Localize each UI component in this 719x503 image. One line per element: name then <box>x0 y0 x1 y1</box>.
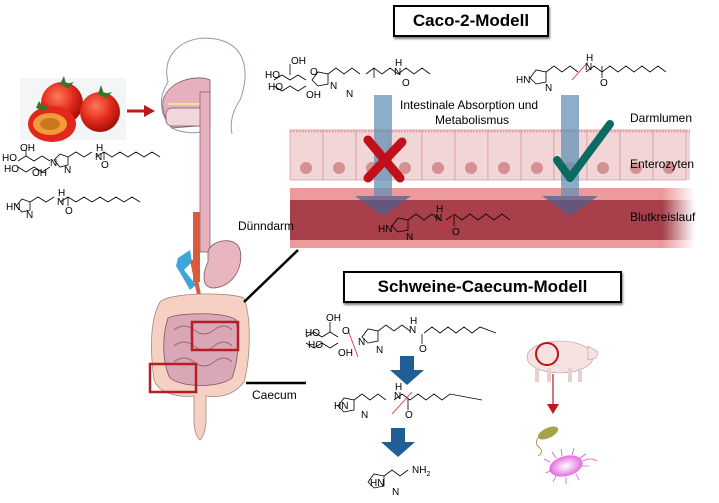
caecum-label: Caecum <box>252 388 297 402</box>
bacterium-flagellated <box>543 447 598 484</box>
atom-label: H <box>410 316 418 327</box>
atom-label: HO <box>268 82 283 93</box>
atom-label: HO <box>4 164 19 175</box>
pig-arrow <box>547 374 559 414</box>
glycoside-molecule-left <box>17 150 161 173</box>
amide-molecule-blood <box>391 207 511 233</box>
atom-label: OH <box>20 143 35 154</box>
atom-label: N <box>406 232 414 243</box>
cross-icon <box>363 135 407 183</box>
atom-label: OH <box>326 313 341 324</box>
atom-label: O <box>452 227 460 238</box>
atom-label: N <box>376 345 384 356</box>
amide-molecule-left <box>15 196 141 213</box>
tomatoes-image <box>20 76 126 142</box>
amide-molecule-caco2 <box>529 61 667 85</box>
atom-label: N <box>346 89 354 100</box>
atom-label: N <box>50 158 58 169</box>
duenndarm-label: Dünndarm <box>238 219 295 233</box>
subscript-2: 2 <box>426 471 431 478</box>
metabolism-arrow-1 <box>390 356 424 385</box>
histamine-molecule <box>367 469 409 489</box>
blutkreislauf-label: Blutkreislauf <box>630 210 696 224</box>
atom-label: O <box>419 344 427 355</box>
atom-label: N <box>358 337 366 348</box>
atom-label: N <box>64 165 72 176</box>
caco2-model-title: Caco-2-Modell <box>393 5 549 37</box>
atom-label: N <box>95 152 103 163</box>
atom-label: O <box>101 160 109 171</box>
enterocyte-layer <box>289 129 690 181</box>
blood-vessels <box>176 250 202 301</box>
atom-label: HN <box>334 401 349 412</box>
amide-molecule-caecum <box>337 391 483 415</box>
atom-label: O <box>402 78 410 89</box>
atom-label: H <box>436 204 444 215</box>
duenndarm-highlight-box <box>190 320 240 352</box>
atom-label: H <box>586 53 594 64</box>
atom-label: OH <box>291 56 306 67</box>
duenndarm-pointer-line <box>243 249 299 303</box>
atom-label: H <box>395 58 403 69</box>
atom-label: N <box>585 62 593 73</box>
atom-label: N <box>409 325 417 336</box>
atom-label: O <box>405 410 413 421</box>
atom-label: O <box>310 67 318 78</box>
atom-label: HO <box>265 70 280 81</box>
enterozyten-label: Enterozyten <box>630 157 695 171</box>
atom-label: N <box>361 410 369 421</box>
atom-label: OH <box>32 168 47 179</box>
atom-label: HN <box>6 202 21 213</box>
checkmark-icon <box>553 120 614 182</box>
atom-label: HN <box>370 478 385 489</box>
caecum-highlight-box <box>148 362 198 394</box>
atom-label: HO <box>308 340 323 351</box>
atom-label: N <box>330 81 338 92</box>
atom-label: N <box>392 487 400 498</box>
glycoside-molecule-caco2 <box>273 64 431 92</box>
atom-label: N <box>435 213 443 224</box>
stomach <box>203 240 242 289</box>
absorption-label: Intestinale Absorption und <box>400 98 539 112</box>
atom-label: O <box>342 326 350 337</box>
atom-label: OH <box>338 348 353 359</box>
nh2-label: NH <box>412 465 427 476</box>
glycoside-molecule-caecum <box>305 322 497 358</box>
atom-label: O <box>65 206 73 217</box>
atom-label: N <box>26 210 34 221</box>
atom-label: H <box>58 188 66 199</box>
atom-label: HO <box>2 153 17 164</box>
atom-label: N <box>394 67 402 78</box>
atom-label: OH <box>306 90 321 101</box>
atom-label: N <box>394 391 402 402</box>
caecum-model-title: Schweine-Caecum-Modell <box>343 271 622 303</box>
atom-label: N <box>545 83 553 94</box>
metabolism-arrow-2 <box>381 428 415 457</box>
esophagus <box>193 91 211 282</box>
atom-label: NH2 <box>412 465 430 478</box>
atom-label: H <box>395 382 403 393</box>
ingestion-arrow <box>127 105 155 117</box>
absorption-arrow-left <box>355 95 411 216</box>
bacterium-rod <box>535 426 559 457</box>
atom-label: HN <box>378 224 393 235</box>
atom-label: O <box>600 78 608 89</box>
atom-label: H <box>96 143 104 154</box>
absorption-label-line2: Metabolismus <box>435 113 510 127</box>
atom-label: HN <box>516 75 531 86</box>
atom-label: N <box>57 197 65 208</box>
darmlumen-label: Darmlumen <box>630 111 693 125</box>
pig-image <box>526 340 599 382</box>
atom-label: HO <box>305 328 320 339</box>
